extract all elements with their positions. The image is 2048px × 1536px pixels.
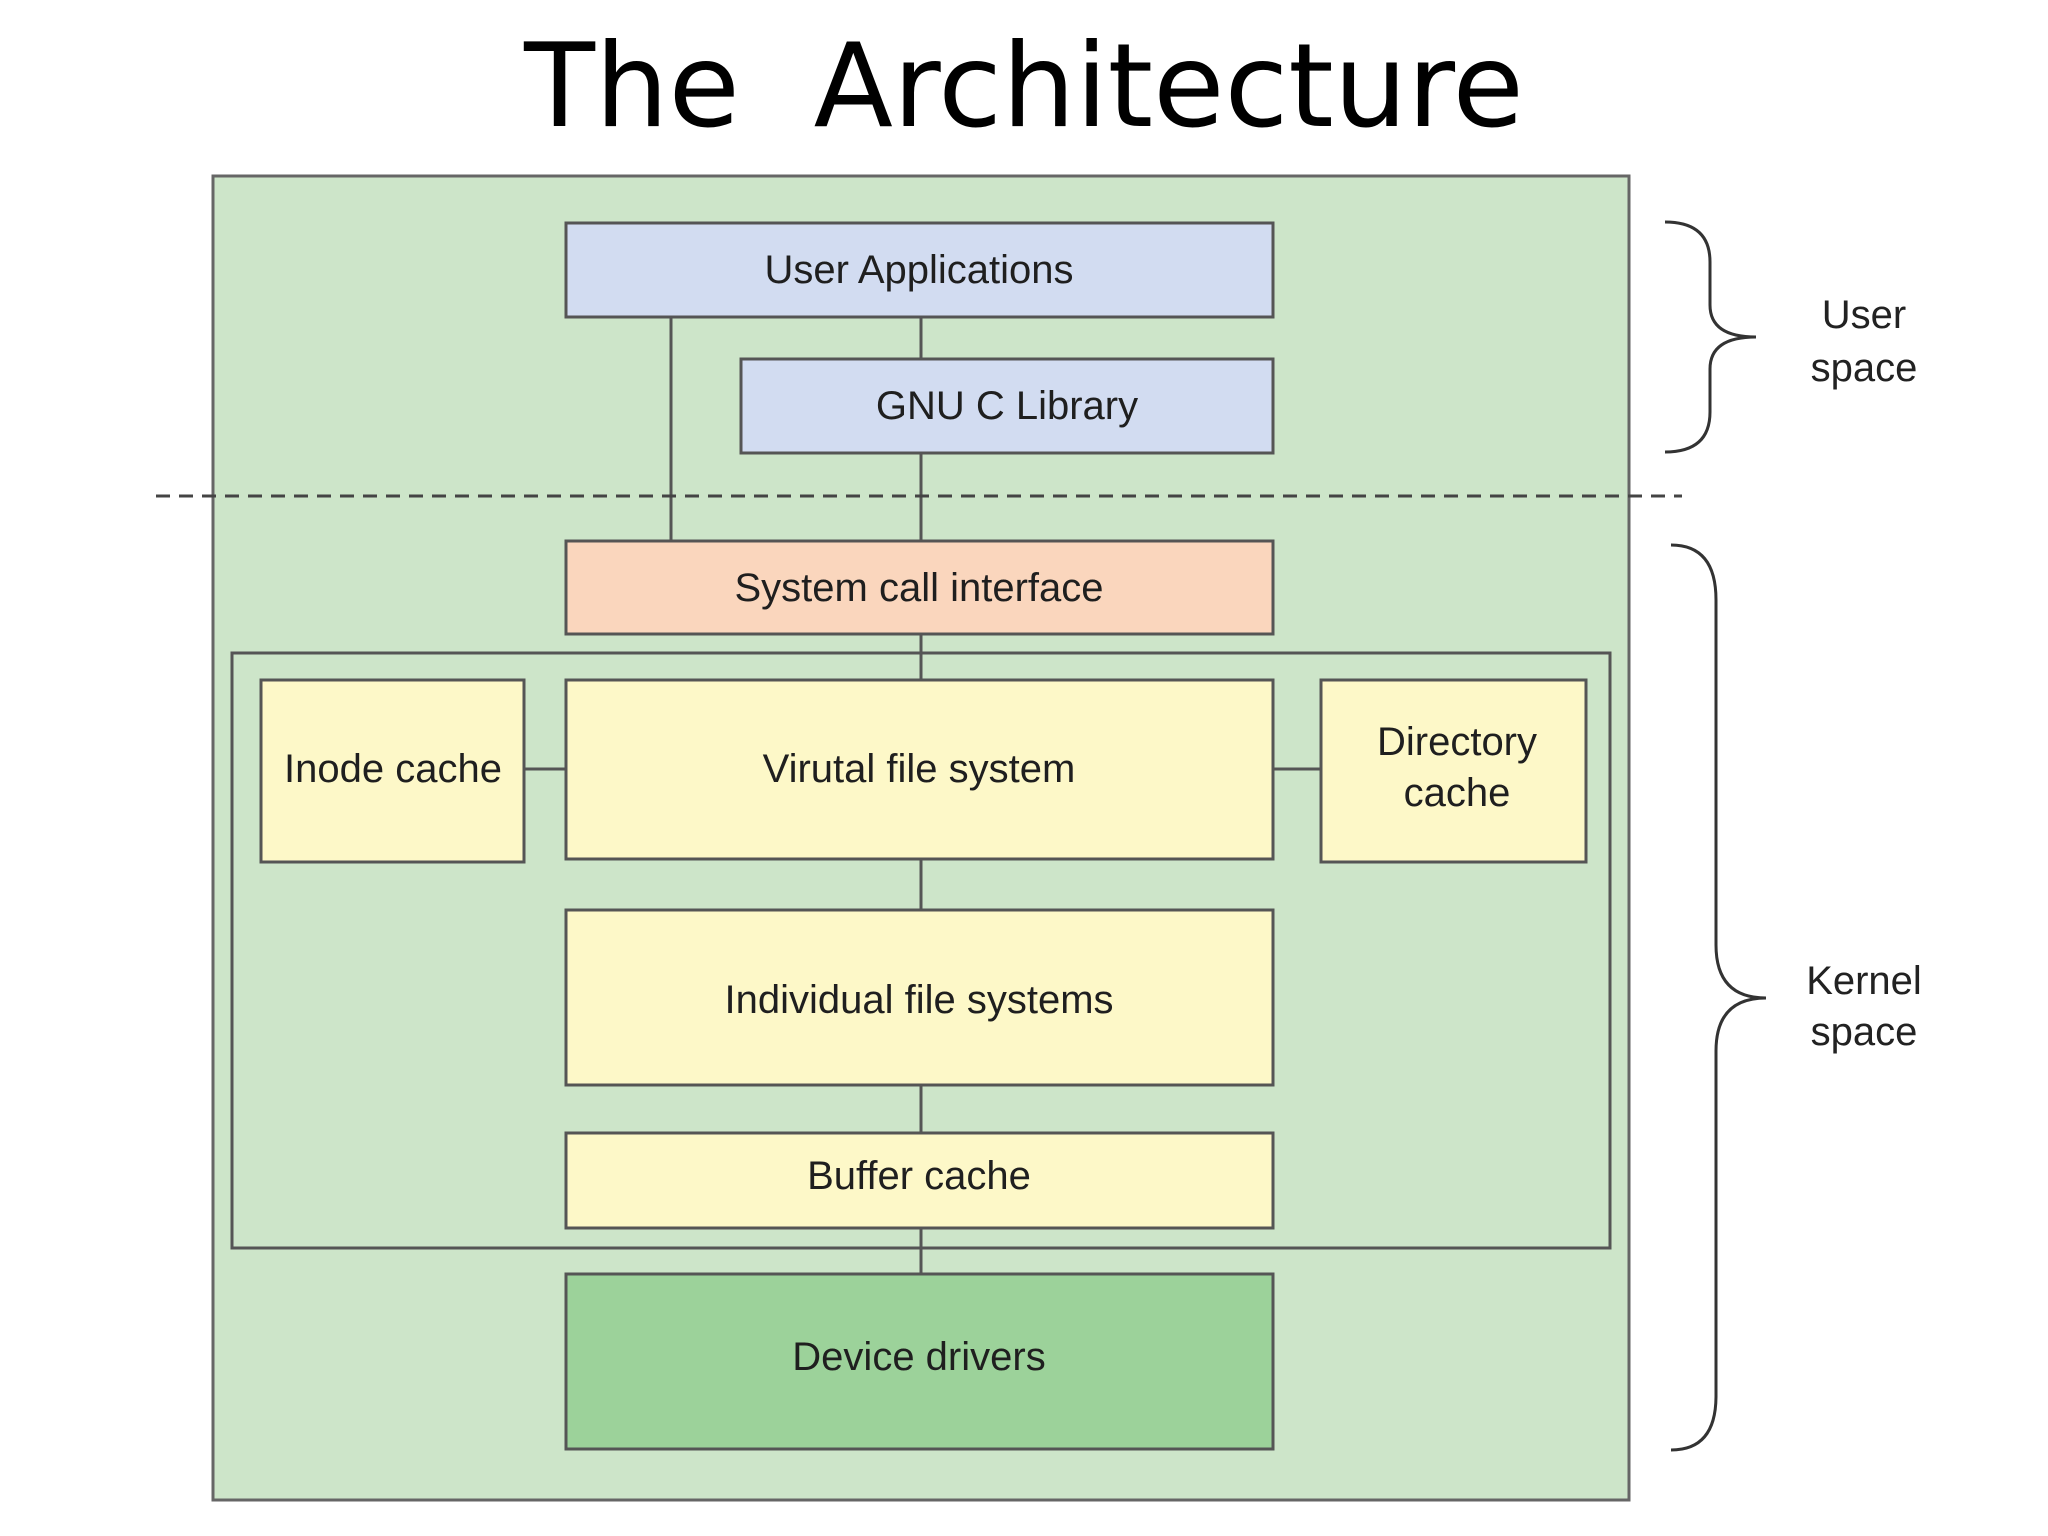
buffer-cache-label: Buffer cache	[807, 1154, 1031, 1198]
device-drivers-label: Device drivers	[792, 1335, 1045, 1379]
connector-lines	[524, 317, 1321, 1274]
page-title: The Architecture	[524, 19, 1524, 154]
system-call-interface-label: System call interface	[734, 566, 1103, 610]
gnu-c-library-box: GNU C Library	[739, 357, 1275, 455]
kernel-space-brace	[1670, 543, 1767, 1452]
device-drivers-box: Device drivers	[564, 1272, 1275, 1451]
directory-cache-box: Directory cache	[1319, 678, 1588, 864]
user-space-brace	[1664, 220, 1757, 454]
virtual-file-system-box: Virutal file system	[564, 678, 1275, 861]
virtual-file-system-label: Virutal file system	[763, 747, 1076, 791]
individual-file-systems-box: Individual file systems	[564, 908, 1275, 1087]
kernel-space-label-line2: space	[1811, 1010, 1918, 1054]
gnu-c-library-label: GNU C Library	[876, 384, 1138, 428]
buffer-cache-box: Buffer cache	[564, 1131, 1275, 1230]
user-space-label-line1: User	[1822, 293, 1906, 337]
user-applications-box: User Applications	[564, 221, 1275, 319]
system-call-interface-box: System call interface	[564, 539, 1275, 636]
user-applications-label: User Applications	[764, 248, 1073, 292]
kernel-space-label-line1: Kernel	[1806, 959, 1922, 1003]
individual-file-systems-label: Individual file systems	[724, 978, 1113, 1022]
inode-cache-box: Inode cache	[259, 678, 526, 864]
directory-cache-label-line2: cache	[1404, 771, 1511, 815]
directory-cache-label-line1: Directory	[1377, 720, 1537, 764]
inode-cache-label: Inode cache	[284, 747, 502, 791]
user-space-label-line2: space	[1811, 346, 1918, 390]
